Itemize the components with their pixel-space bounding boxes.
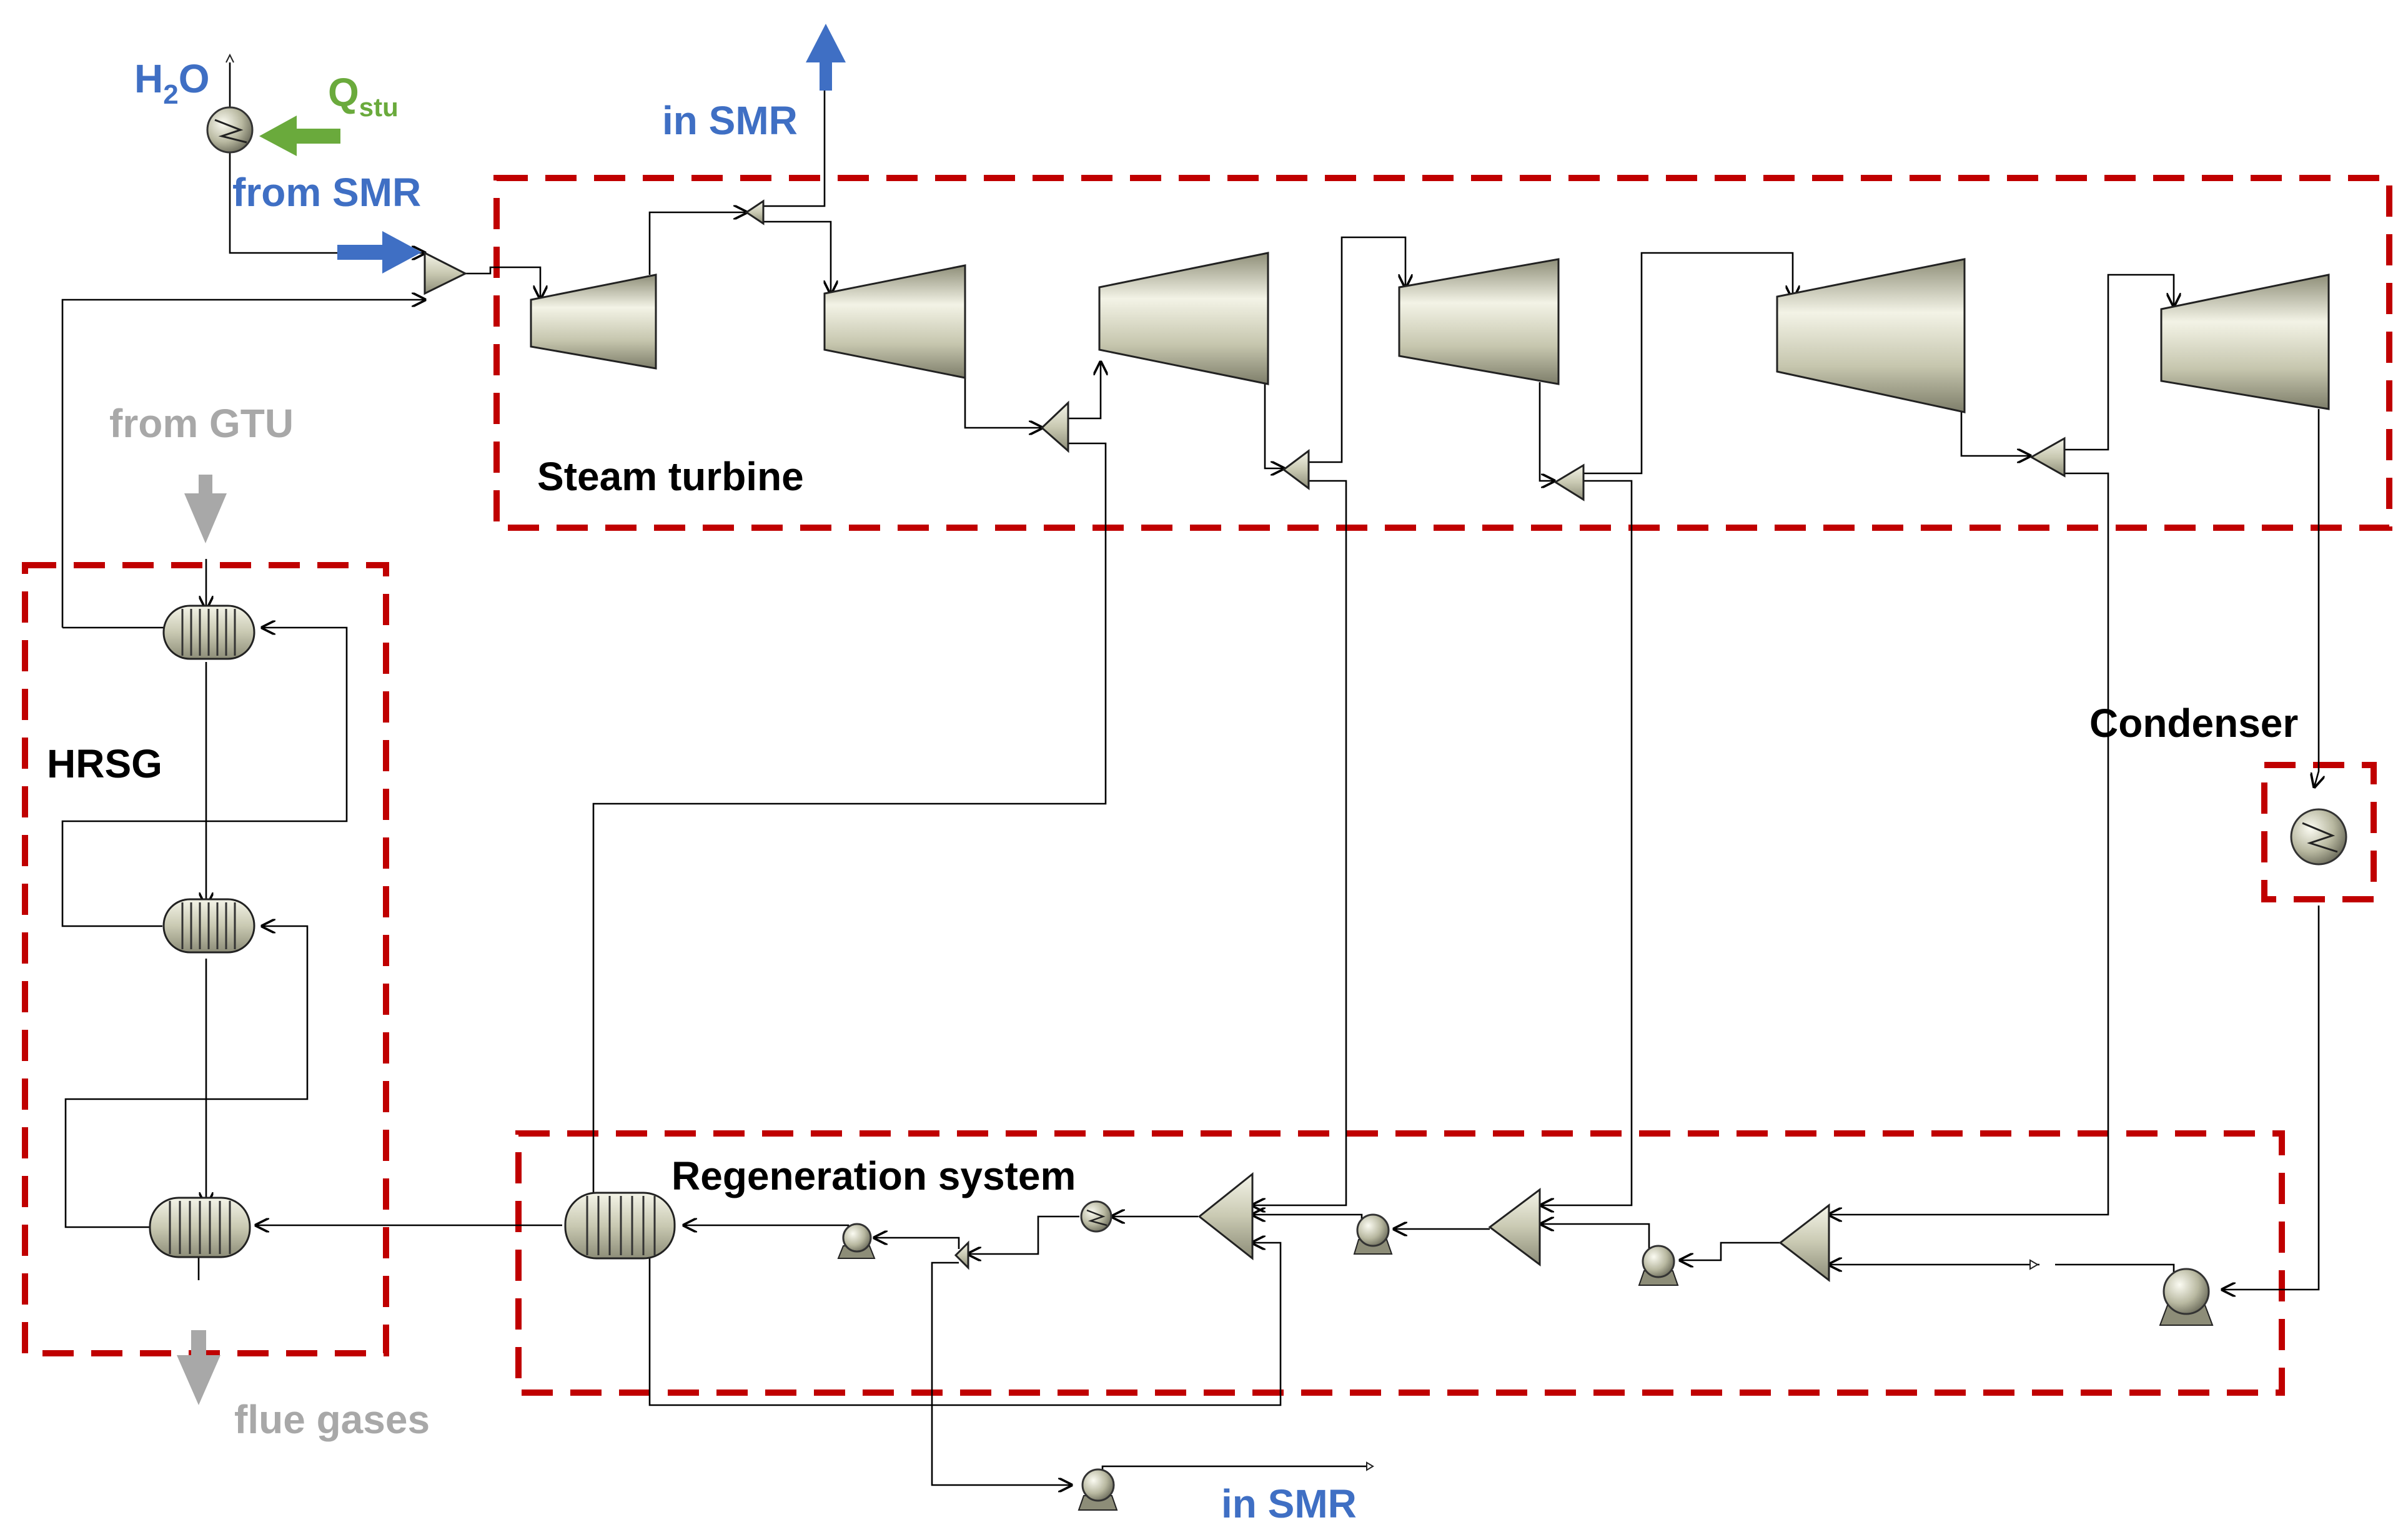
splitter-3	[1282, 449, 1310, 490]
from-smr-label: from SMR	[232, 170, 421, 215]
splitter-1	[745, 199, 765, 225]
gtu-gas-inlet-arrow	[184, 475, 227, 543]
feed-pump-3	[1638, 1245, 1679, 1286]
makeup-port	[2029, 1259, 2039, 1270]
turbine-2	[823, 264, 966, 379]
smr-inlet-arrow	[337, 231, 422, 274]
h2o-label: H2O	[134, 56, 209, 110]
feed-pump-1	[837, 1223, 876, 1259]
inlet-mixer	[424, 251, 468, 295]
in-smr-top-label: in SMR	[662, 98, 798, 143]
regeneration-mixer-1	[1197, 1172, 1254, 1261]
splitter-4	[1553, 463, 1585, 501]
water-heater	[206, 106, 254, 154]
regeneration-splitter	[954, 1240, 969, 1270]
splitter-2	[1040, 400, 1069, 453]
hrsg-exchanger-3	[149, 1197, 251, 1258]
turbine-3	[1098, 252, 1269, 385]
turbine-5	[1776, 258, 1966, 413]
regeneration-zone-label: Regeneration system	[671, 1153, 1076, 1198]
regeneration-main-exchanger	[564, 1192, 676, 1260]
regeneration-mixer-2	[1488, 1188, 1541, 1266]
smr-outlet-arrow	[806, 24, 846, 91]
turbine-6	[2160, 274, 2330, 410]
regeneration-heater	[1080, 1200, 1112, 1233]
condenser-zone-label: Condenser	[2089, 701, 2298, 746]
regeneration-mixer-3	[1778, 1203, 1830, 1283]
turbine-4	[1398, 258, 1560, 385]
splitter-5	[2029, 437, 2066, 478]
smr-feed-pump	[1078, 1468, 1118, 1511]
water-source-port	[225, 53, 234, 63]
in-smr-bottom-label: in SMR	[1221, 1481, 1357, 1526]
flue-gases-label: flue gases	[234, 1397, 430, 1442]
turbine-1	[530, 274, 657, 370]
condensate-pump	[2159, 1268, 2214, 1326]
steam-turbine-zone	[493, 175, 2392, 531]
hrsg-zone-label: HRSG	[47, 741, 162, 786]
feed-pump-2	[1353, 1213, 1393, 1255]
flue-gas-outlet-arrow	[177, 1330, 220, 1405]
heat-input-label: Qstu	[328, 70, 399, 122]
from-gtu-label: from GTU	[109, 401, 294, 446]
heat-input-arrow	[259, 116, 340, 156]
condenser	[2290, 808, 2347, 866]
hrsg-exchanger-2	[162, 898, 255, 954]
regeneration-zone	[515, 1130, 2285, 1396]
smr-outlet-port	[1366, 1461, 1374, 1471]
hrsg-exchanger-1	[162, 605, 255, 660]
steam-turbine-zone-label: Steam turbine	[537, 454, 804, 499]
